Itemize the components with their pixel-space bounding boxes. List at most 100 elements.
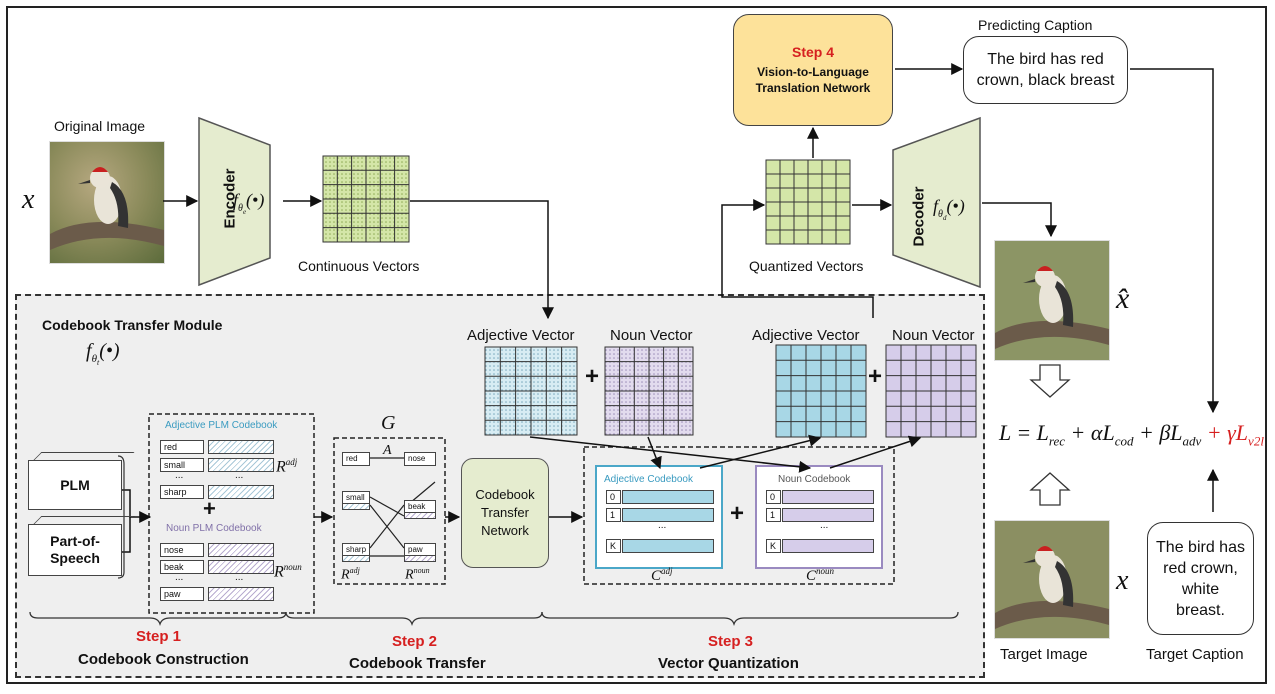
c-adj-label: Cadj bbox=[651, 566, 673, 584]
hollow-arrow-up bbox=[1029, 472, 1071, 506]
hollow-arrow-down bbox=[1029, 364, 1071, 398]
module-function: fθt(•) bbox=[86, 340, 120, 368]
predicted-caption-box: The bird has red crown, black breast bbox=[963, 36, 1128, 104]
plus-symbol-2: + bbox=[868, 363, 883, 390]
adj-cb-ellipsis: ... bbox=[658, 520, 667, 531]
plm-box: PLM bbox=[28, 460, 122, 510]
graph-node-red: red bbox=[342, 452, 370, 466]
noun-vector-grid-right bbox=[885, 344, 977, 438]
noun-vector-label-left: Noun Vector bbox=[610, 327, 693, 344]
graph-a-label: A bbox=[383, 443, 392, 458]
reconstructed-image bbox=[994, 240, 1110, 361]
noun-cb-vec-1 bbox=[782, 508, 874, 522]
step1-title: Codebook Construction bbox=[78, 651, 249, 668]
noun-ellipsis-2: ... bbox=[235, 572, 244, 583]
graph-vec-small bbox=[342, 503, 370, 510]
codebook-transfer-network-box: Codebook Transfer Network bbox=[461, 458, 549, 568]
predicted-caption-text: The bird has red crown, black breast bbox=[976, 51, 1115, 89]
plus-symbol-cb: + bbox=[730, 500, 745, 527]
diagram-frame bbox=[6, 6, 1267, 684]
adjective-vector-label-right: Adjective Vector bbox=[752, 327, 860, 344]
continuous-vectors-label: Continuous Vectors bbox=[298, 258, 420, 274]
adjective-codebook-label: Adjective Codebook bbox=[604, 474, 693, 485]
quantized-vectors-label: Quantized Vectors bbox=[749, 258, 864, 274]
step3-number: Step 3 bbox=[708, 633, 754, 650]
adj-word-red: red bbox=[160, 440, 204, 454]
noun-cb-vec-0 bbox=[782, 490, 874, 504]
adj-ellipsis-1: ... bbox=[175, 470, 184, 481]
module-title: Codebook Transfer Module bbox=[42, 317, 223, 333]
adj-word-sharp: sharp bbox=[160, 485, 204, 499]
quantized-vectors-grid bbox=[765, 159, 851, 245]
noun-vec-paw bbox=[208, 587, 274, 601]
graph-r-noun: Rnoun bbox=[405, 566, 430, 583]
noun-codebook-label: Noun Codebook bbox=[778, 474, 851, 485]
graph-vec-paw bbox=[404, 555, 436, 562]
adj-cb-vec-1 bbox=[622, 508, 714, 522]
c-noun-label: Cnoun bbox=[806, 566, 835, 584]
step2-number: Step 2 bbox=[392, 633, 438, 650]
adj-cb-row-1: 1 bbox=[606, 508, 621, 522]
target-x-symbol: x bbox=[1116, 565, 1129, 596]
adj-vec-small bbox=[208, 458, 274, 472]
vq-dashed-box bbox=[583, 446, 895, 585]
plus-symbol-1: + bbox=[585, 363, 600, 390]
noun-cb-row-k: K bbox=[766, 539, 781, 553]
continuous-vectors-grid bbox=[322, 155, 410, 243]
r-adj-label: Radj bbox=[276, 457, 298, 476]
graph-vec-beak bbox=[404, 512, 436, 519]
adj-ellipsis-2: ... bbox=[235, 470, 244, 481]
target-caption-box: The bird has red crown, white breast. bbox=[1147, 522, 1254, 635]
noun-cb-row-0: 0 bbox=[766, 490, 781, 504]
noun-word-nose: nose bbox=[160, 543, 204, 557]
graph-node-nose: nose bbox=[404, 452, 436, 466]
graph-symbol: G bbox=[381, 412, 396, 434]
step-braces bbox=[29, 611, 959, 627]
loss-equation: L = Lrec + αLcod + βLadv + γLv2l bbox=[999, 420, 1264, 449]
decoder-function: fθd(•) bbox=[933, 196, 965, 222]
graph-vec-sharp bbox=[342, 555, 370, 562]
adj-vec-red bbox=[208, 440, 274, 454]
graph-r-adj: Radj bbox=[341, 566, 360, 583]
target-image bbox=[994, 520, 1110, 639]
decoder-shape bbox=[892, 116, 981, 289]
adjective-plm-codebook-label: Adjective PLM Codebook bbox=[165, 420, 278, 431]
target-image-label: Target Image bbox=[1000, 646, 1088, 663]
target-caption-text: The bird has red crown, white breast. bbox=[1156, 538, 1245, 619]
step3-title: Vector Quantization bbox=[658, 655, 799, 672]
adj-vec-sharp bbox=[208, 485, 274, 499]
adjective-vector-label-left: Adjective Vector bbox=[467, 327, 575, 344]
noun-word-paw: paw bbox=[160, 587, 204, 601]
graph-dashed-box bbox=[333, 437, 446, 585]
adjective-vector-grid-right bbox=[775, 344, 867, 438]
noun-cb-row-1: 1 bbox=[766, 508, 781, 522]
noun-ellipsis-1: ... bbox=[175, 572, 184, 583]
adj-word-small: small bbox=[160, 458, 204, 472]
decoder-label: Decoder bbox=[910, 186, 928, 247]
step1-number: Step 1 bbox=[136, 628, 182, 645]
adj-cb-vec-0 bbox=[622, 490, 714, 504]
noun-word-beak: beak bbox=[160, 560, 204, 574]
target-caption-label: Target Caption bbox=[1146, 646, 1244, 663]
part-of-speech-box: Part-of-Speech bbox=[28, 524, 122, 576]
noun-vector-label-right: Noun Vector bbox=[892, 327, 975, 344]
step4-number: Step 4 bbox=[791, 44, 834, 60]
noun-plm-codebook-label: Noun PLM Codebook bbox=[166, 523, 262, 534]
step2-title: Codebook Transfer bbox=[349, 655, 486, 672]
original-image-label: Original Image bbox=[54, 118, 146, 134]
noun-vec-nose bbox=[208, 543, 274, 557]
r-noun-label: Rnoun bbox=[274, 562, 302, 581]
input-x-symbol: x bbox=[22, 184, 35, 215]
noun-cb-vec-k bbox=[782, 539, 874, 553]
original-image bbox=[49, 141, 165, 264]
predicting-caption-label: Predicting Caption bbox=[978, 17, 1093, 33]
adj-cb-row-k: K bbox=[606, 539, 621, 553]
noun-vec-beak bbox=[208, 560, 274, 574]
encoder-function: fθe(•) bbox=[233, 190, 265, 216]
adj-cb-row-0: 0 bbox=[606, 490, 621, 504]
step4-title: Vision-to-Language Translation Network bbox=[755, 65, 871, 95]
noun-vector-grid-left bbox=[604, 346, 694, 436]
noun-cb-ellipsis: ... bbox=[820, 520, 829, 531]
encoder-shape bbox=[198, 116, 271, 287]
x-hat-symbol: x̂ bbox=[1116, 282, 1130, 315]
